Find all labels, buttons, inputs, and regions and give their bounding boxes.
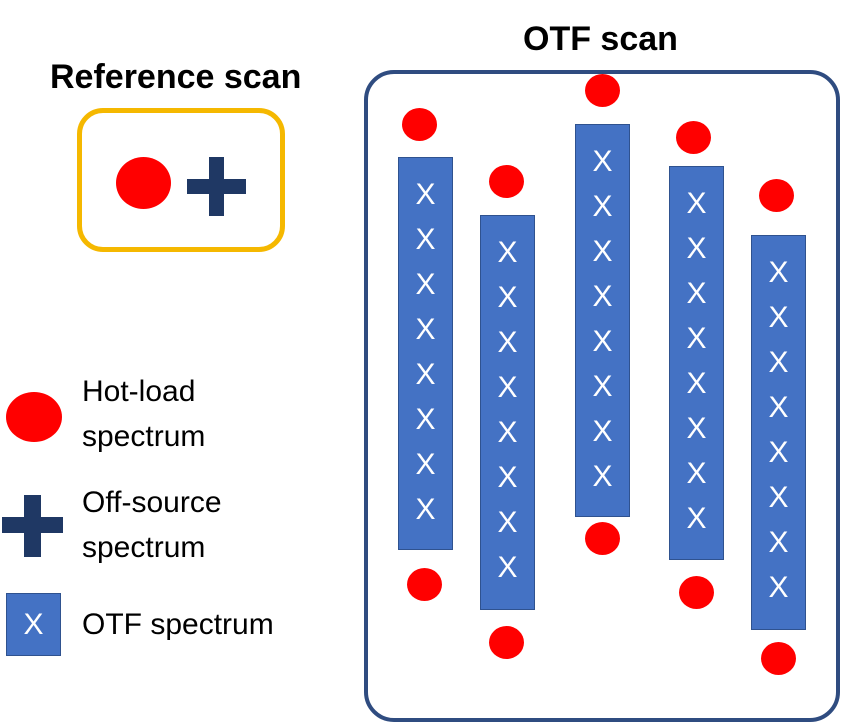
otf-x-mark: X [415,358,436,391]
legend-off-source-label: Off-source spectrum [82,480,222,570]
legend-otf-x-mark: X [23,608,44,641]
otf-x-mark: X [415,448,436,481]
legend-hot-load-line2: spectrum [82,420,206,453]
otf-top-hot-load-dot [676,121,711,154]
otf-bottom-hot-load-dot [407,568,442,601]
otf-x-mark: X [686,322,707,355]
otf-x-mark: X [497,551,518,584]
otf-x-mark: X [686,232,707,265]
otf-x-mark: X [768,301,789,334]
otf-x-mark: X [497,371,518,404]
otf-x-mark: X [686,412,707,445]
otf-x-mark: X [592,280,613,313]
otf-x-mark: X [592,235,613,268]
otf-x-mark: X [497,326,518,359]
otf-bottom-hot-load-dot [585,522,620,555]
otf-x-mark: X [497,506,518,539]
otf-x-mark: X [686,367,707,400]
otf-x-mark: X [686,502,707,535]
legend-otf-label: OTF spectrum [82,608,274,641]
otf-x-mark: X [768,526,789,559]
otf-x-mark: X [497,281,518,314]
otf-x-mark: X [415,178,436,211]
otf-top-hot-load-dot [489,165,524,198]
otf-scan-box [364,70,840,722]
otf-x-mark: X [768,256,789,289]
otf-top-hot-load-dot [585,74,620,107]
otf-x-mark: X [686,277,707,310]
legend-off-source-line2: spectrum [82,531,206,564]
legend-otf-icon: X [6,593,61,656]
otf-x-mark: X [592,460,613,493]
otf-x-mark: X [592,190,613,223]
off-source-plus-icon [187,157,246,216]
reference-scan-box [77,108,285,252]
otf-bottom-hot-load-dot [761,642,796,675]
otf-x-mark: X [497,416,518,449]
legend-hot-load-icon [6,392,62,442]
legend-hot-load-label: Hot-load spectrum [82,369,205,459]
otf-x-mark: X [592,370,613,403]
otf-top-hot-load-dot [402,108,437,141]
legend-hot-load-line1: Hot-load [82,375,196,408]
otf-bottom-hot-load-dot [489,626,524,659]
otf-x-mark: X [415,493,436,526]
otf-x-mark: X [768,436,789,469]
otf-x-mark: X [686,187,707,220]
legend-off-source-line1: Off-source [82,486,222,519]
otf-x-mark: X [768,481,789,514]
otf-x-mark: X [415,223,436,256]
otf-x-mark: X [768,571,789,604]
legend-off-source-plus-icon [2,495,63,557]
otf-x-mark: X [592,325,613,358]
otf-x-mark: X [592,145,613,178]
hot-load-dot [116,157,171,209]
otf-bottom-hot-load-dot [679,576,714,609]
otf-x-mark: X [686,457,707,490]
otf-x-mark: X [592,415,613,448]
reference-scan-title: Reference scan [50,58,302,96]
otf-x-mark: X [415,403,436,436]
otf-x-mark: X [768,346,789,379]
otf-top-hot-load-dot [759,179,794,212]
otf-x-mark: X [415,313,436,346]
otf-x-mark: X [497,461,518,494]
otf-x-mark: X [415,268,436,301]
otf-x-mark: X [768,391,789,424]
otf-x-mark: X [497,236,518,269]
otf-scan-title: OTF scan [523,20,678,58]
